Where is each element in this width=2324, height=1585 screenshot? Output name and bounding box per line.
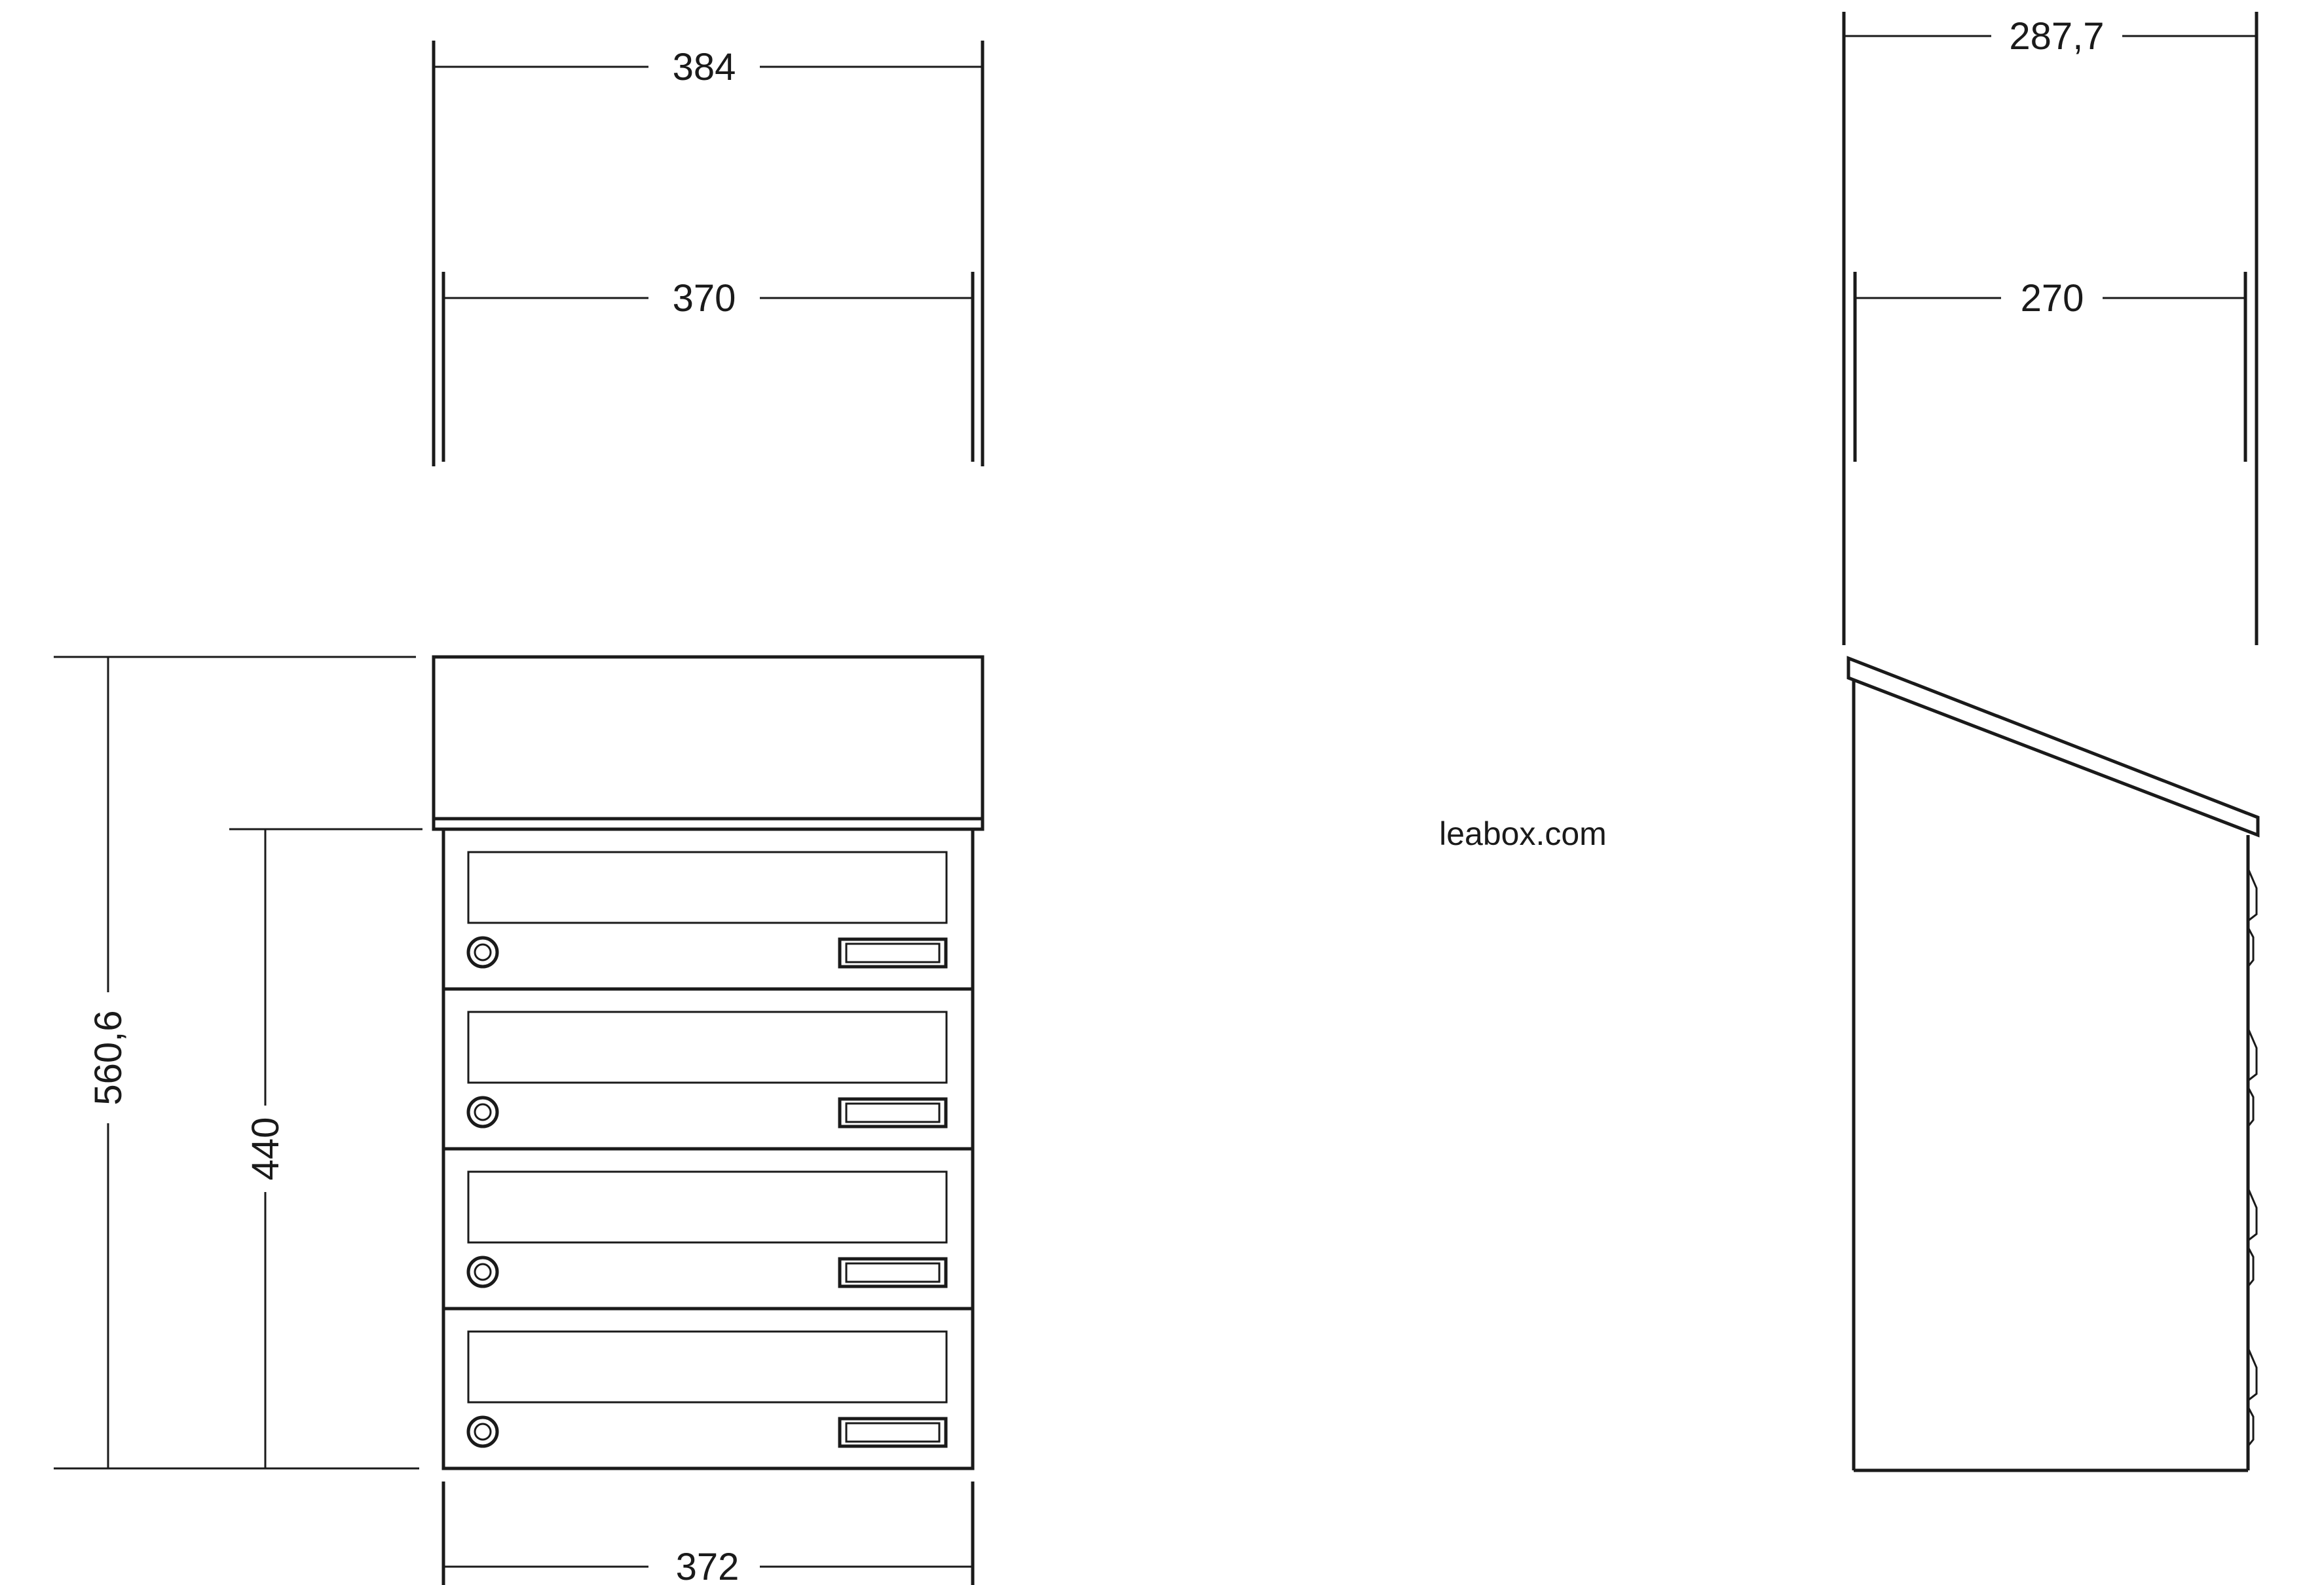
name-plate bbox=[838, 1097, 948, 1128]
mailbox-row bbox=[443, 987, 973, 1128]
side-flap bbox=[2247, 1347, 2258, 1447]
dimension-front-top-inner: 370 bbox=[443, 277, 973, 320]
dimension-side-top-outer: 287,7 bbox=[1844, 15, 2257, 58]
dim-372-label: 372 bbox=[676, 1546, 740, 1585]
front-hood bbox=[432, 655, 984, 831]
name-plate bbox=[838, 937, 948, 969]
lock-icon bbox=[466, 1096, 499, 1128]
lock-icon bbox=[466, 936, 499, 969]
dim-560-6-label: 560,6 bbox=[87, 1010, 130, 1105]
lock-icon bbox=[466, 1256, 499, 1288]
credit-text: leabox.com bbox=[1439, 815, 1607, 852]
side-flap bbox=[2247, 1187, 2258, 1287]
mailbox-row bbox=[443, 1147, 973, 1288]
mail-slot bbox=[467, 1011, 948, 1084]
front-elevation bbox=[432, 655, 984, 1470]
mailbox-rows bbox=[443, 851, 973, 1448]
dim-287-7-label: 287,7 bbox=[2009, 15, 2104, 58]
side-flaps bbox=[2247, 868, 2258, 1447]
name-plate bbox=[838, 1417, 948, 1448]
side-flap bbox=[2247, 1028, 2258, 1127]
dim-440-label: 440 bbox=[244, 1117, 287, 1181]
side-flap bbox=[2247, 868, 2258, 967]
mail-slot bbox=[467, 1170, 948, 1244]
dim-270-label: 270 bbox=[2021, 277, 2084, 320]
mail-slot bbox=[467, 851, 948, 924]
dimension-front-top-outer: 384 bbox=[434, 46, 983, 88]
dimension-box-height: 440 bbox=[229, 828, 422, 1468]
name-plate bbox=[838, 1257, 948, 1288]
dim-370-label: 370 bbox=[673, 277, 736, 320]
side-roof bbox=[1846, 656, 2260, 838]
mailbox-row bbox=[443, 1307, 973, 1448]
side-elevation bbox=[1846, 656, 2260, 1472]
dimension-front-bottom: 372 bbox=[441, 1482, 975, 1585]
dim-384-label: 384 bbox=[673, 46, 736, 88]
dimension-total-height: 560,6 bbox=[54, 656, 419, 1470]
mailbox-row bbox=[466, 851, 948, 969]
lock-icon bbox=[466, 1415, 499, 1448]
side-top-plan: 287,7 270 bbox=[1842, 12, 2258, 645]
dimension-side-top-inner: 270 bbox=[1855, 277, 2245, 320]
front-top-plan: 384 370 bbox=[432, 41, 984, 466]
mail-slot bbox=[467, 1330, 948, 1404]
